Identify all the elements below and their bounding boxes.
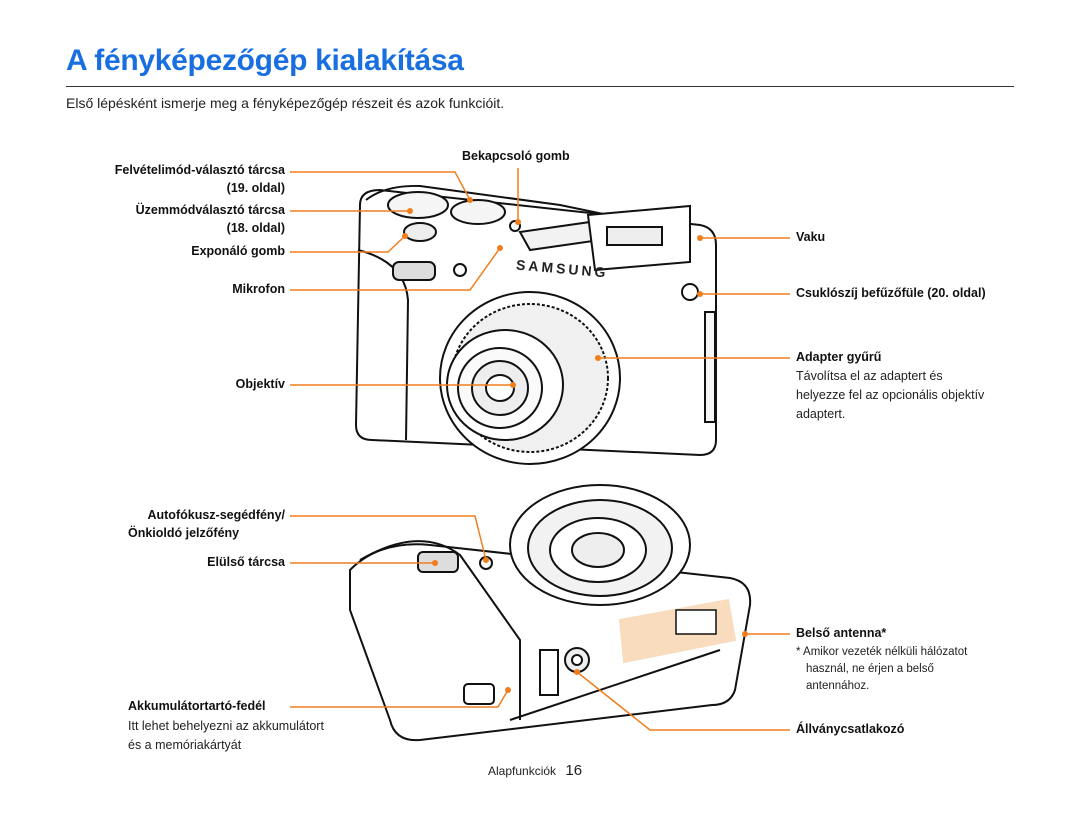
label-af-assist-2: Önkioldó jelzőfény: [128, 526, 240, 540]
label-mode-dial-page: (19. oldal): [226, 181, 285, 195]
battery-latch: [463, 683, 495, 705]
label-lens: Objektív: [235, 377, 285, 391]
front-dial-bottom: [417, 551, 459, 573]
intro-text: Első lépésként ismerje meg a fényképezőg…: [66, 95, 505, 111]
front-dial-top: [392, 261, 436, 281]
label-strap: Csuklószíj befűzőfüle (20. oldal): [796, 286, 986, 300]
page-number: 16: [565, 762, 583, 779]
label-drive-dial-page: (18. oldal): [226, 221, 285, 235]
antenna-note: * Amikor vezeték nélküli hálózatot haszn…: [796, 646, 968, 692]
camera-front-view: [354, 184, 717, 465]
shutter-button: [403, 222, 437, 242]
callout-lines: [290, 168, 790, 731]
mode-dial: [387, 191, 449, 219]
label-tripod: Állványcsatlakozó: [796, 722, 905, 736]
adapter-desc: Távolítsa el az adaptert és helyezze fel…: [796, 369, 985, 421]
label-front-dial: Elülső tárcsa: [207, 555, 285, 569]
label-mic: Mikrofon: [232, 282, 285, 296]
drive-dial: [450, 199, 506, 225]
footer-section: Alapfunkciók: [488, 764, 557, 778]
camera-bottom-view: [349, 484, 752, 742]
title-divider: [66, 86, 1014, 87]
label-antenna: Belső antenna*: [796, 626, 887, 640]
callout-dots: [402, 197, 748, 693]
label-shutter: Exponáló gomb: [191, 244, 285, 258]
label-flash: Vaku: [796, 230, 826, 244]
label-battery: Akkumulátortartó-fedél: [128, 699, 266, 713]
label-mode-dial: Felvételimód-választó tárcsa: [114, 163, 285, 177]
label-power: Bekapcsoló gomb: [462, 149, 570, 163]
label-adapter: Adapter gyűrű: [796, 350, 882, 364]
label-af-assist-1: Autofókusz-segédfény/: [147, 508, 285, 522]
page-footer: Alapfunkciók 16: [488, 762, 582, 779]
battery-desc: Itt lehet behelyezni az akkumulátort és …: [128, 719, 324, 752]
page-title: A fényképezőgép kialakítása: [66, 44, 464, 77]
label-drive-dial: Üzemmódválasztó tárcsa: [135, 203, 285, 217]
strap-lug: [681, 283, 699, 301]
